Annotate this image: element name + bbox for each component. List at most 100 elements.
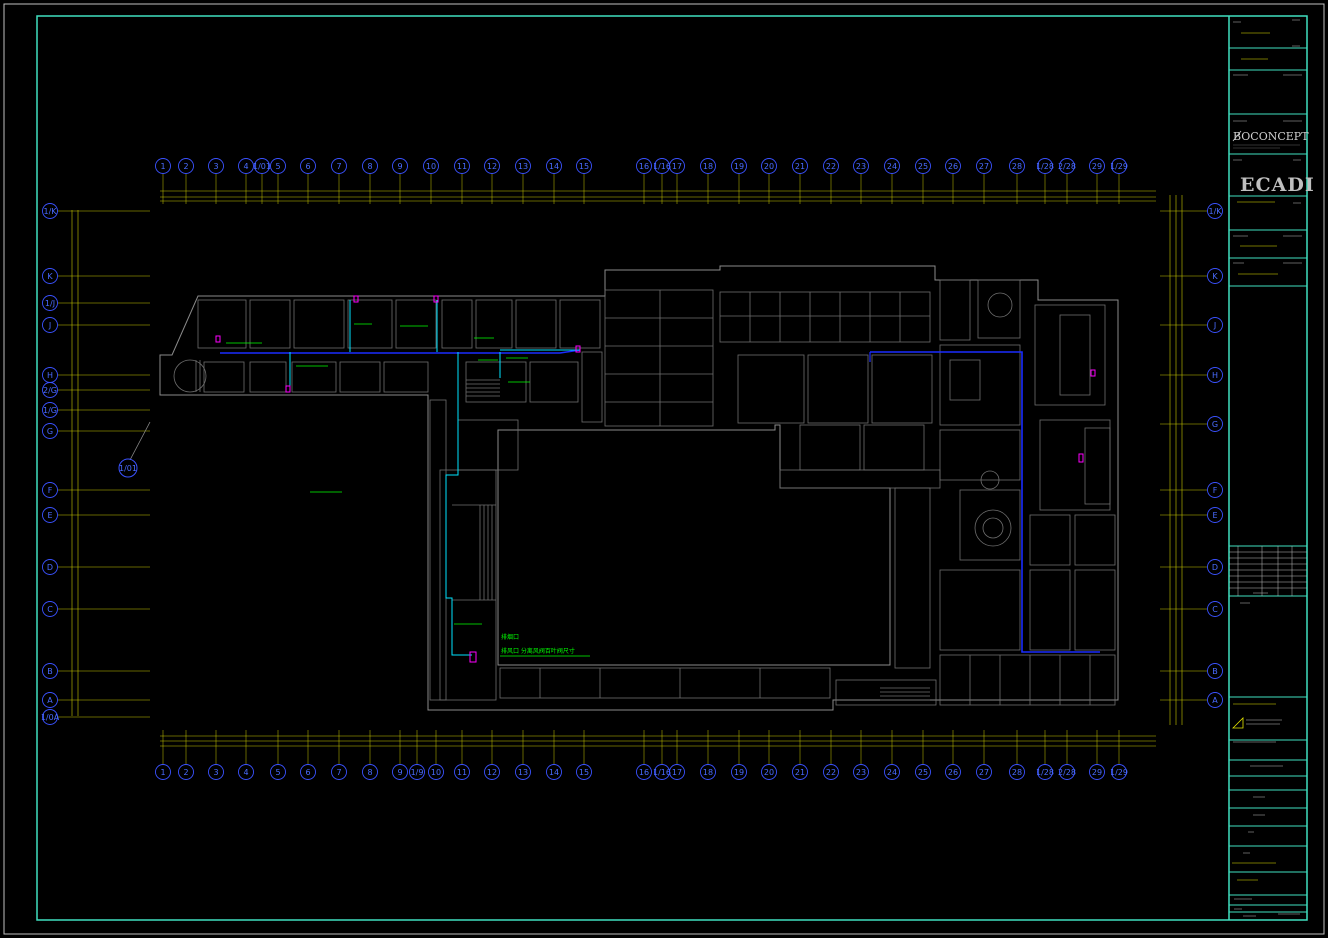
grid-axis-bottom-3-label: 4 [243, 768, 248, 777]
grid-axis-top-26-label: 25 [918, 162, 928, 171]
grid-axis-right-4-label: G [1212, 420, 1218, 429]
grid-axis-top-23-bubble [823, 158, 839, 174]
grid-axis-bottom-10-bubble [428, 764, 444, 780]
grid-axis-top-10-bubble [423, 158, 439, 174]
grid-axis-bottom-17-label: 1/16 [653, 768, 671, 777]
grid-axis-bottom-27-bubble [945, 764, 961, 780]
grid-axis-top-12-label: 12 [487, 162, 497, 171]
grid-axis-top-31-label: 2/28 [1058, 162, 1076, 171]
grid-axis-top-13-label: 13 [518, 162, 528, 171]
grid-axis-bottom-4-label: 5 [275, 768, 280, 777]
grid-axis-bottom-20-label: 19 [734, 768, 744, 777]
grid-axis-top-13-bubble [515, 158, 531, 174]
grid-axis-bottom-5-label: 6 [305, 768, 310, 777]
grid-axis-right-7-label: D [1212, 563, 1218, 572]
grid-axis-bottom-33-bubble [1111, 764, 1127, 780]
grid-axis-bottom-2-bubble [208, 764, 224, 780]
grid-axis-bottom-15-bubble [576, 764, 592, 780]
grid-axis-left-6-bubble [42, 402, 58, 418]
grid-axis-top-20-label: 19 [734, 162, 744, 171]
grid-axis-left-4-label: H [47, 371, 53, 380]
grid-axis-right-3-label: H [1212, 371, 1218, 380]
grid-axis-bottom-30-label: 1/28 [1036, 768, 1054, 777]
grid-axis-top-28-bubble [976, 158, 992, 174]
grid-axis-left-9-label: E [47, 511, 52, 520]
grid-axis-left-2-label: 1/J [45, 299, 55, 308]
grid-axis-bottom-27-label: 26 [948, 768, 958, 777]
grid-axis-right-3-bubble [1207, 367, 1223, 383]
grid-axis-bottom-1-label: 2 [183, 768, 188, 777]
grid-axis-bottom-10-label: 10 [431, 768, 441, 777]
grid-axis-bottom-2-label: 3 [213, 768, 218, 777]
grid-axis-right-0-label: 1/K [1208, 207, 1222, 216]
grid-axis-left-11-bubble [42, 601, 58, 617]
grid-axis-bottom-32-bubble [1089, 764, 1105, 780]
grid-axis-top-8-label: 8 [367, 162, 372, 171]
grid-axis-top-27-label: 26 [948, 162, 958, 171]
grid-axis-right-9-bubble [1207, 663, 1223, 679]
grid-axis-right-2-label: J [1213, 321, 1216, 330]
grid-axis-top-0-label: 1 [160, 162, 165, 171]
grid-axis-top-20-bubble [731, 158, 747, 174]
duct-main-blue-east [870, 351, 1100, 653]
grid-axis-bottom-25-label: 24 [887, 768, 897, 777]
ecadi-small-logo [1232, 717, 1282, 729]
section-callout: 1/01 [118, 421, 151, 478]
grid-axis-top-26-bubble [915, 158, 931, 174]
grid-axis-bottom-4-bubble [270, 764, 286, 780]
grid-axis-top-25-bubble [884, 158, 900, 174]
grid-axis-left-10-label: D [47, 563, 53, 572]
grid-axis-left-3-bubble [42, 317, 58, 333]
grid-axis-bottom-18-label: 17 [672, 768, 682, 777]
grid-axis-bottom-18-bubble [669, 764, 685, 780]
duct-cyan-vertical [445, 352, 472, 656]
grid-axis-top-3-label: 4 [243, 162, 248, 171]
grid-axis-bottom-24-bubble [853, 764, 869, 780]
grid-axis-top-32-bubble [1089, 158, 1105, 174]
grid-axis-left-1-label: K [47, 272, 53, 281]
grid-axis-top-4-bubble [254, 158, 270, 174]
grid-axis-left-8-label: F [48, 486, 53, 495]
grid-axis-bottom-22-bubble [792, 764, 808, 780]
grid-axis-top-9-bubble [392, 158, 408, 174]
grid-axis-bottom-8-label: 9 [397, 768, 402, 777]
grid-axis-bottom-13-label: 13 [518, 768, 528, 777]
grid-axis-top-12-bubble [484, 158, 500, 174]
ecadi-logo: ECADI [1240, 174, 1315, 196]
building-outline [159, 265, 1119, 711]
grid-axis-left-0-label: 1/K [43, 207, 57, 216]
grid-axis-top-1-label: 2 [183, 162, 188, 171]
grid-axis-top-17-label: 1/16 [653, 162, 671, 171]
grid-axis-top-18-label: 17 [672, 162, 682, 171]
grid-axis-bottom-16-label: 16 [639, 768, 649, 777]
grid-axis-bottom-26-label: 25 [918, 768, 928, 777]
grid-axis-right-0-bubble [1207, 203, 1223, 219]
grid-axis-bottom-32-label: 29 [1092, 768, 1102, 777]
grid-axis-bottom-0-label: 1 [160, 768, 165, 777]
grid-axis-top-9-label: 9 [397, 162, 402, 171]
grid-axis-right-4-bubble [1207, 416, 1223, 432]
grid-axis-bottom-8-bubble [392, 764, 408, 780]
grid-axis-top-21-label: 20 [764, 162, 774, 171]
grid-axis-top-6-bubble [300, 158, 316, 174]
grid-axis-right-8-bubble [1207, 601, 1223, 617]
grid-axis-top-21-bubble [761, 158, 777, 174]
grid-axis-right-5-bubble [1207, 482, 1223, 498]
grid-axis-top-19-label: 18 [703, 162, 713, 171]
grid-axis-bottom-28-bubble [976, 764, 992, 780]
grid-axis-top-19-bubble [700, 158, 716, 174]
grid-axis-top-28-label: 27 [979, 162, 989, 171]
grid-axis-left-9-bubble [42, 507, 58, 523]
grid-axis-bottom-31-bubble [1059, 764, 1075, 780]
grid-axis-bottom-22-label: 21 [795, 768, 805, 777]
grid-axis-left-8-bubble [42, 482, 58, 498]
dimension-lines [71, 190, 1183, 747]
grid-axis-left-6-label: 1/G [43, 406, 57, 415]
grid-axis-bottom-3-bubble [238, 764, 254, 780]
grid-axis-bottom-9-bubble [409, 764, 425, 780]
grid-axis-bottom-6-label: 7 [336, 768, 341, 777]
grid-axis-left-14-bubble [42, 709, 58, 725]
grid-axis-top-27-bubble [945, 158, 961, 174]
grid-axis-bottom-16-bubble [636, 764, 652, 780]
grid-axis-bottom-12-label: 12 [487, 768, 497, 777]
